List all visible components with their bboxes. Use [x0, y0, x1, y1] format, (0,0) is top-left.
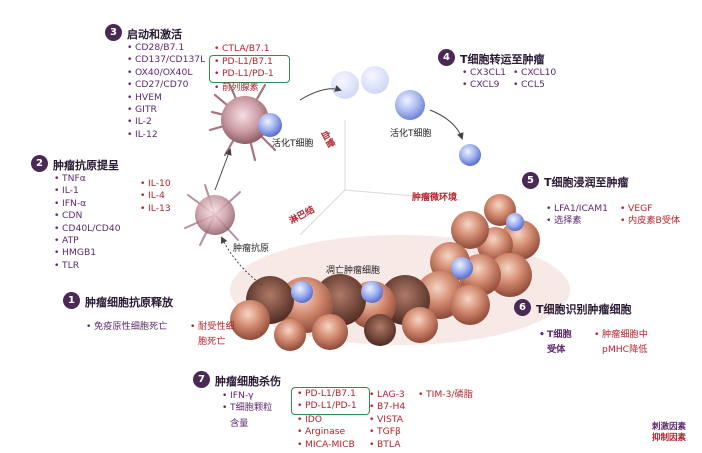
activated-t-cell-label-2: 活化T细胞 — [390, 129, 432, 139]
tumor-microenvironment-label: 肿瘤微环境 — [412, 193, 458, 203]
step-6-stimulatory-list: T细胞 — [539, 329, 572, 342]
dendritic-cell-bottom — [184, 184, 241, 246]
step-6-stimulatory-item-cont: 受体 — [547, 344, 566, 355]
step-1-stimulatory-list: 免疫原性细胞死亡 — [86, 321, 168, 334]
step-6-inhibitory-item-cont: pMHC降低 — [602, 344, 648, 355]
step-3-inhibitory-list-boxed: PD-L1/B7.1PD-L1/PD-1 — [214, 56, 274, 81]
step-4-badge: 4 — [438, 49, 455, 66]
step-7-title: 肿瘤细胞杀伤 — [215, 375, 281, 388]
step-2-inhibitory-list: IL-10IL-4IL-13 — [140, 178, 171, 216]
step-4-list-col1: CX3CL1CXCL9 — [462, 67, 506, 92]
step-6-inhibitory-list: 肿瘤细胞中 — [594, 329, 648, 342]
step-7-badge: 7 — [193, 371, 210, 388]
step-3-inhibitory-list-top: CTLA/B7.1 — [214, 43, 270, 56]
step-4-list-col2: CXCL10CCL5 — [513, 67, 556, 92]
step-1-inhibitory-list: 耐受性细 — [190, 321, 235, 334]
step-7-inhibitory-list-col1: IDOArginaseMICA-MICB — [297, 414, 355, 452]
tumor-antigen-label: 肿瘤抗原 — [233, 244, 270, 254]
step-3-stimulatory-list: CD28/B7.1CD137/CD137LOX40/OX40LCD27/CD70… — [127, 42, 205, 142]
arrow-presentation-to-priming — [214, 148, 232, 191]
legend-inhibitory: 抑制因素 — [652, 433, 687, 443]
step-3-inhibitory-list-bottom: 前列腺素 — [214, 82, 259, 95]
dendritic-cell-top — [208, 83, 282, 162]
arrow-priming-to-trafficking — [299, 85, 342, 101]
step-2-stimulatory-list: TNFαIL-1IFN-αCDN CD40L/CD40ATPHMGB1TLR — [54, 173, 121, 273]
step-5-title: T细胞浸润至肿瘤 — [544, 176, 629, 189]
step-7-stimulatory-item-cont: 含量 — [230, 418, 249, 429]
step-7-inhibitory-list-col3: TIM-3/磷脂 — [418, 389, 473, 402]
legend-stimulatory: 刺激因素 — [652, 422, 687, 432]
step-1-badge: 1 — [63, 292, 80, 309]
t-cells-in-tumor — [291, 213, 524, 303]
step-5-inhibitory-list: VEGF内皮素B受体 — [620, 203, 680, 228]
step-1-inhibitory-item-cont: 胞死亡 — [198, 336, 226, 347]
arrow-trafficking-to-infiltration — [429, 109, 464, 140]
step-7-stimulatory-list: IFN-γT细胞颗粒 — [222, 390, 272, 415]
dying-tumor-cell-label: 凋亡肿瘤细胞 — [326, 266, 381, 276]
step-3-title: 启动和激活 — [127, 28, 182, 41]
step-3-badge: 3 — [105, 24, 122, 41]
step-2-title: 肿瘤抗原提呈 — [53, 159, 119, 172]
activated-t-cell-label-1: 活化T细胞 — [272, 139, 314, 149]
tumor-mass — [230, 194, 570, 351]
step-5-badge: 5 — [522, 172, 539, 189]
step-6-title: T细胞识别肿瘤细胞 — [536, 303, 632, 316]
step-7-inhibitory-list-col2: LAG-3B7-H4VISTATGFβBTLA — [369, 389, 405, 451]
arrow-release-to-presentation — [221, 236, 263, 286]
step-5-stimulatory-list: LFA1/ICAM1选择素 — [546, 203, 608, 228]
circulating-t-cells — [331, 66, 481, 166]
step-7-inhibitory-list-boxed: PD-L1/B7.1PD-L1/PD-1 — [297, 388, 357, 413]
step-1-title: 肿瘤细胞抗原释放 — [85, 296, 173, 309]
step-4-title: T细胞转运至肿瘤 — [460, 53, 545, 66]
step-2-badge: 2 — [31, 155, 48, 172]
step-6-badge: 6 — [514, 299, 531, 316]
